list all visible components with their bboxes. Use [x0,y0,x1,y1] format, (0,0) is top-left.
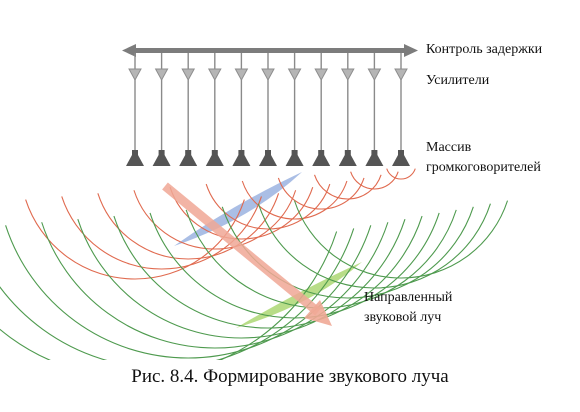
wave-arc [169,187,314,240]
figure-caption: Рис. 8.4. Формирование звукового луча [131,366,449,387]
speaker-icon [205,150,224,166]
speaker-icon [232,150,251,166]
speaker-channels [126,53,410,166]
amplifier-icon [128,68,142,82]
wavefront-highlights [174,172,362,328]
wave-arc [313,174,382,200]
speaker-icon [392,150,410,166]
wave-arc [61,196,262,270]
amplifier-icon [154,68,169,82]
wave-arc [277,177,365,210]
amplifier-icon [367,68,382,82]
beam-arrow-icon [162,182,332,326]
bus-arrow-right [404,44,418,57]
delay-control-label: Контроль задержки [426,42,543,57]
amplifier-icon [394,68,408,82]
beam-label-line1: Направленный [364,290,453,305]
speaker-array-label-line2: громкоговорителей [426,160,541,175]
beam-label-line2: звуковой луч [364,310,442,325]
speaker-icon [365,150,384,166]
wave-arc [5,225,372,359]
wave-arc [41,222,389,349]
far-wave-group [0,200,509,360]
beamforming-diagram [0,44,509,360]
wave-arc [221,206,474,299]
speaker-icon [259,150,277,166]
speaker-icon [338,150,357,166]
wave-arc [77,218,406,339]
wave-arc [386,168,416,180]
bus-arrow-left [122,44,136,57]
speaker-icon [152,150,171,166]
wave-arc [293,200,509,279]
amplifier-icon [207,68,222,82]
amplifier-icon [287,68,302,82]
speaker-icon [285,150,304,166]
wave-arc [97,193,280,260]
speaker-icon [179,150,198,166]
amplifier-icon [181,68,196,82]
wave-arc [149,212,440,319]
amplifier-icon [261,68,275,82]
speaker-icon [312,150,331,166]
wave-arc [205,183,331,230]
speaker-icon [126,150,144,166]
wave-arc [257,203,491,289]
wave-arc [0,231,338,360]
speaker-array-label-line1: Массив [426,140,472,155]
amplifier-icon [340,68,355,82]
near-wavefront-highlight [174,172,302,246]
beam-arrow-head [304,300,332,326]
amplifier-icon [234,68,249,82]
wave-arc [113,215,423,329]
delay-bus-bar [134,48,406,53]
amplifier-icon [314,68,329,82]
wave-arc [25,199,245,280]
wave-arc [350,171,399,190]
beam-arrow-shaft [162,182,321,316]
wave-arc [0,228,355,360]
delay-control-bus [122,44,418,57]
amplifiers-label: Усилители [426,73,490,88]
